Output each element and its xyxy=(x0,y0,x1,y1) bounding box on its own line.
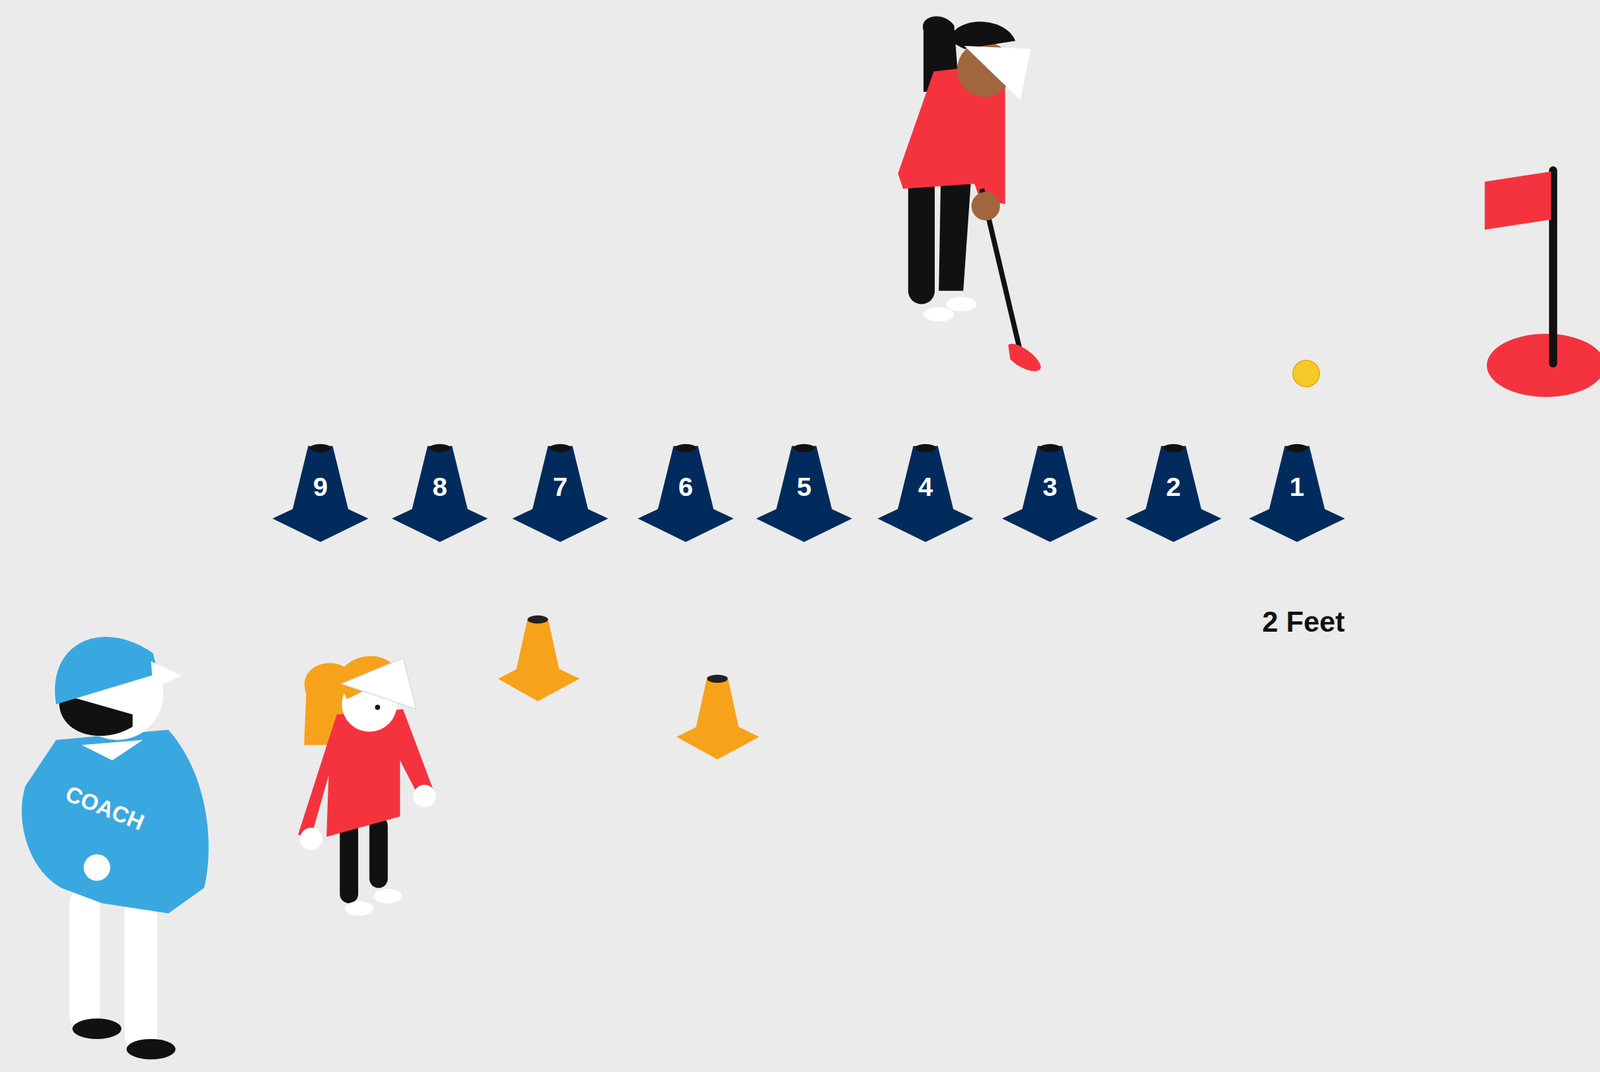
visor xyxy=(341,658,417,710)
cone-number: 4 xyxy=(874,471,977,502)
visor xyxy=(964,45,1032,101)
collar xyxy=(81,739,143,761)
cone-number: 9 xyxy=(269,471,372,502)
flag xyxy=(1484,171,1552,230)
leg xyxy=(124,887,158,1052)
shoe xyxy=(72,1018,122,1039)
waiting-player xyxy=(298,656,436,916)
cone-top xyxy=(793,444,815,453)
leg xyxy=(69,887,100,1031)
numbered-cone: 7 xyxy=(509,440,612,544)
cap xyxy=(54,636,159,704)
cone-number: 2 xyxy=(1122,471,1225,502)
hair xyxy=(949,21,1016,50)
cone-number: 7 xyxy=(509,471,612,502)
leg xyxy=(369,816,388,888)
cone-number: 1 xyxy=(1245,471,1348,502)
cone-top xyxy=(1039,444,1061,453)
shirt xyxy=(21,729,209,914)
putter-head xyxy=(1008,343,1042,372)
numbered-cone: 2 xyxy=(1122,440,1225,544)
leg xyxy=(908,173,935,304)
cone-top xyxy=(915,444,937,453)
coach xyxy=(21,636,209,1059)
eye xyxy=(374,704,381,710)
shoe xyxy=(126,1038,176,1060)
shoe xyxy=(945,296,977,311)
cone-body xyxy=(693,676,741,737)
numbered-cone: 5 xyxy=(753,440,856,544)
cone-number: 8 xyxy=(388,471,491,502)
numbered-cone: 9 xyxy=(269,440,372,544)
cone-top xyxy=(707,674,728,683)
cone-body xyxy=(514,618,562,679)
cone-top xyxy=(429,444,451,453)
numbered-cone: 4 xyxy=(874,440,977,544)
shoe xyxy=(373,888,403,904)
numbered-cone: 1 xyxy=(1245,440,1348,544)
numbered-cone: 8 xyxy=(388,440,491,544)
cone-top xyxy=(1162,444,1184,453)
leg xyxy=(938,173,972,291)
beard xyxy=(59,693,134,736)
numbered-cone: 3 xyxy=(998,440,1101,544)
cone-top xyxy=(527,615,549,624)
hands xyxy=(971,192,1001,221)
shoe xyxy=(345,901,374,916)
hand xyxy=(83,853,110,881)
hand xyxy=(413,784,436,808)
golf-ball xyxy=(1292,360,1320,387)
cone-number: 5 xyxy=(753,471,856,502)
hand xyxy=(299,827,323,851)
cone-top xyxy=(550,444,571,453)
numbered-cone: 6 xyxy=(634,440,737,544)
cap-brim xyxy=(151,661,182,690)
cone-number: 6 xyxy=(634,471,737,502)
orange-cone xyxy=(676,674,760,759)
putting-player xyxy=(897,16,1041,372)
shoe xyxy=(923,307,955,322)
cone-top xyxy=(675,444,697,453)
cone-top xyxy=(310,444,331,453)
flag-hole xyxy=(1484,166,1600,397)
cone-top xyxy=(1286,444,1308,453)
cone-number: 3 xyxy=(998,471,1101,502)
hole xyxy=(1486,333,1600,397)
orange-cone xyxy=(497,615,580,702)
distance-label: 2 Feet xyxy=(1262,606,1346,640)
